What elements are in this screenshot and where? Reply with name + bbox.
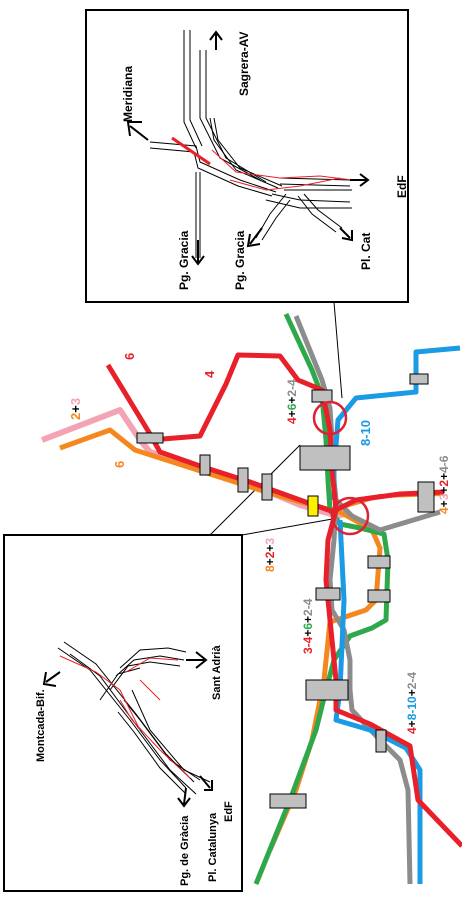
arrow-down-icon xyxy=(191,240,205,266)
station-label-8-2-3: 8+2+3 xyxy=(263,538,277,572)
arrow-right-icon xyxy=(186,651,208,669)
inset-top-meridiana: Meridiana xyxy=(121,66,135,122)
inset-bottom-montcada: Montcada-Bif. xyxy=(35,689,47,762)
highlight-circle xyxy=(330,496,370,536)
station-box[interactable] xyxy=(199,454,211,476)
arrow-down-icon xyxy=(177,787,191,808)
inset-bottom-pl-catalunya: Pl. Catalunya xyxy=(207,812,219,882)
inset-bottom: Montcada-Bif. Sant Adrià Pg. de Gràcia P… xyxy=(3,534,243,892)
arrow-down-left-icon xyxy=(246,227,263,248)
line-6-orange-label: 6 xyxy=(112,461,127,468)
station-box[interactable] xyxy=(409,373,429,385)
station-box[interactable] xyxy=(367,555,391,569)
station-box[interactable] xyxy=(311,389,333,403)
station-label-4-8-10-2-4: 4+8-10+2-4 xyxy=(405,672,419,734)
inset-bottom-frame xyxy=(3,534,243,892)
inset-bottom-sant-adria: Sant Adrià xyxy=(211,645,223,700)
station-label-3-4-6-2-4: 3-4+6+2-4 xyxy=(301,598,315,654)
inset-bottom-edf: EdF xyxy=(223,801,235,822)
station-box[interactable] xyxy=(269,793,307,809)
arrow-up-left-icon xyxy=(126,121,149,141)
inset-top-red-bar xyxy=(171,136,211,166)
arrow-down-right-icon xyxy=(339,227,353,242)
station-box[interactable] xyxy=(299,445,351,471)
station-box[interactable] xyxy=(136,432,164,444)
track-orange xyxy=(59,427,383,851)
inset-top-pg-gracia-1: Pg. Gracia xyxy=(177,230,191,290)
arrow-left-icon xyxy=(42,671,61,687)
inset-top-pg-gracia-2: Pg. Gracia xyxy=(233,230,247,290)
station-box[interactable] xyxy=(367,589,391,603)
station-label-4-6-2-4: 4+6+2-4 xyxy=(285,379,299,424)
line-6-top-label: 6 xyxy=(122,353,137,360)
station-box[interactable] xyxy=(375,729,387,753)
station-box[interactable] xyxy=(315,587,341,601)
station-box[interactable] xyxy=(237,467,249,493)
inset-bottom-pg-gracia: Pg. de Gràcia xyxy=(179,815,191,886)
station-box[interactable] xyxy=(417,481,435,513)
line-4-top-label: 4 xyxy=(202,370,217,378)
arrow-up-icon xyxy=(209,30,223,50)
inset-top-sagrera: Sagrera-AV xyxy=(237,32,251,96)
inset-bottom-leader xyxy=(241,517,339,536)
inset-top-frame xyxy=(85,9,409,303)
station-box[interactable] xyxy=(307,495,319,517)
line-2-3-label: 2+3 xyxy=(68,398,83,420)
inset-top: Meridiana Sagrera-AV EdF Pg. Gracia Pg. … xyxy=(85,9,409,303)
station-box[interactable] xyxy=(261,473,273,501)
station-box[interactable] xyxy=(305,679,349,701)
arrow-down-right-icon xyxy=(199,775,213,791)
inset-top-edf: EdF xyxy=(395,175,409,198)
arrow-right-icon xyxy=(350,173,370,187)
station-label-4-3-2-4-6: 4+3+2+4-6 xyxy=(437,455,451,514)
inset-top-leader xyxy=(333,301,343,399)
highlight-circle xyxy=(312,400,348,436)
line-8-10-label: 8-10 xyxy=(358,420,373,446)
inset-top-pl-cat: Pl. Cat xyxy=(359,233,373,270)
